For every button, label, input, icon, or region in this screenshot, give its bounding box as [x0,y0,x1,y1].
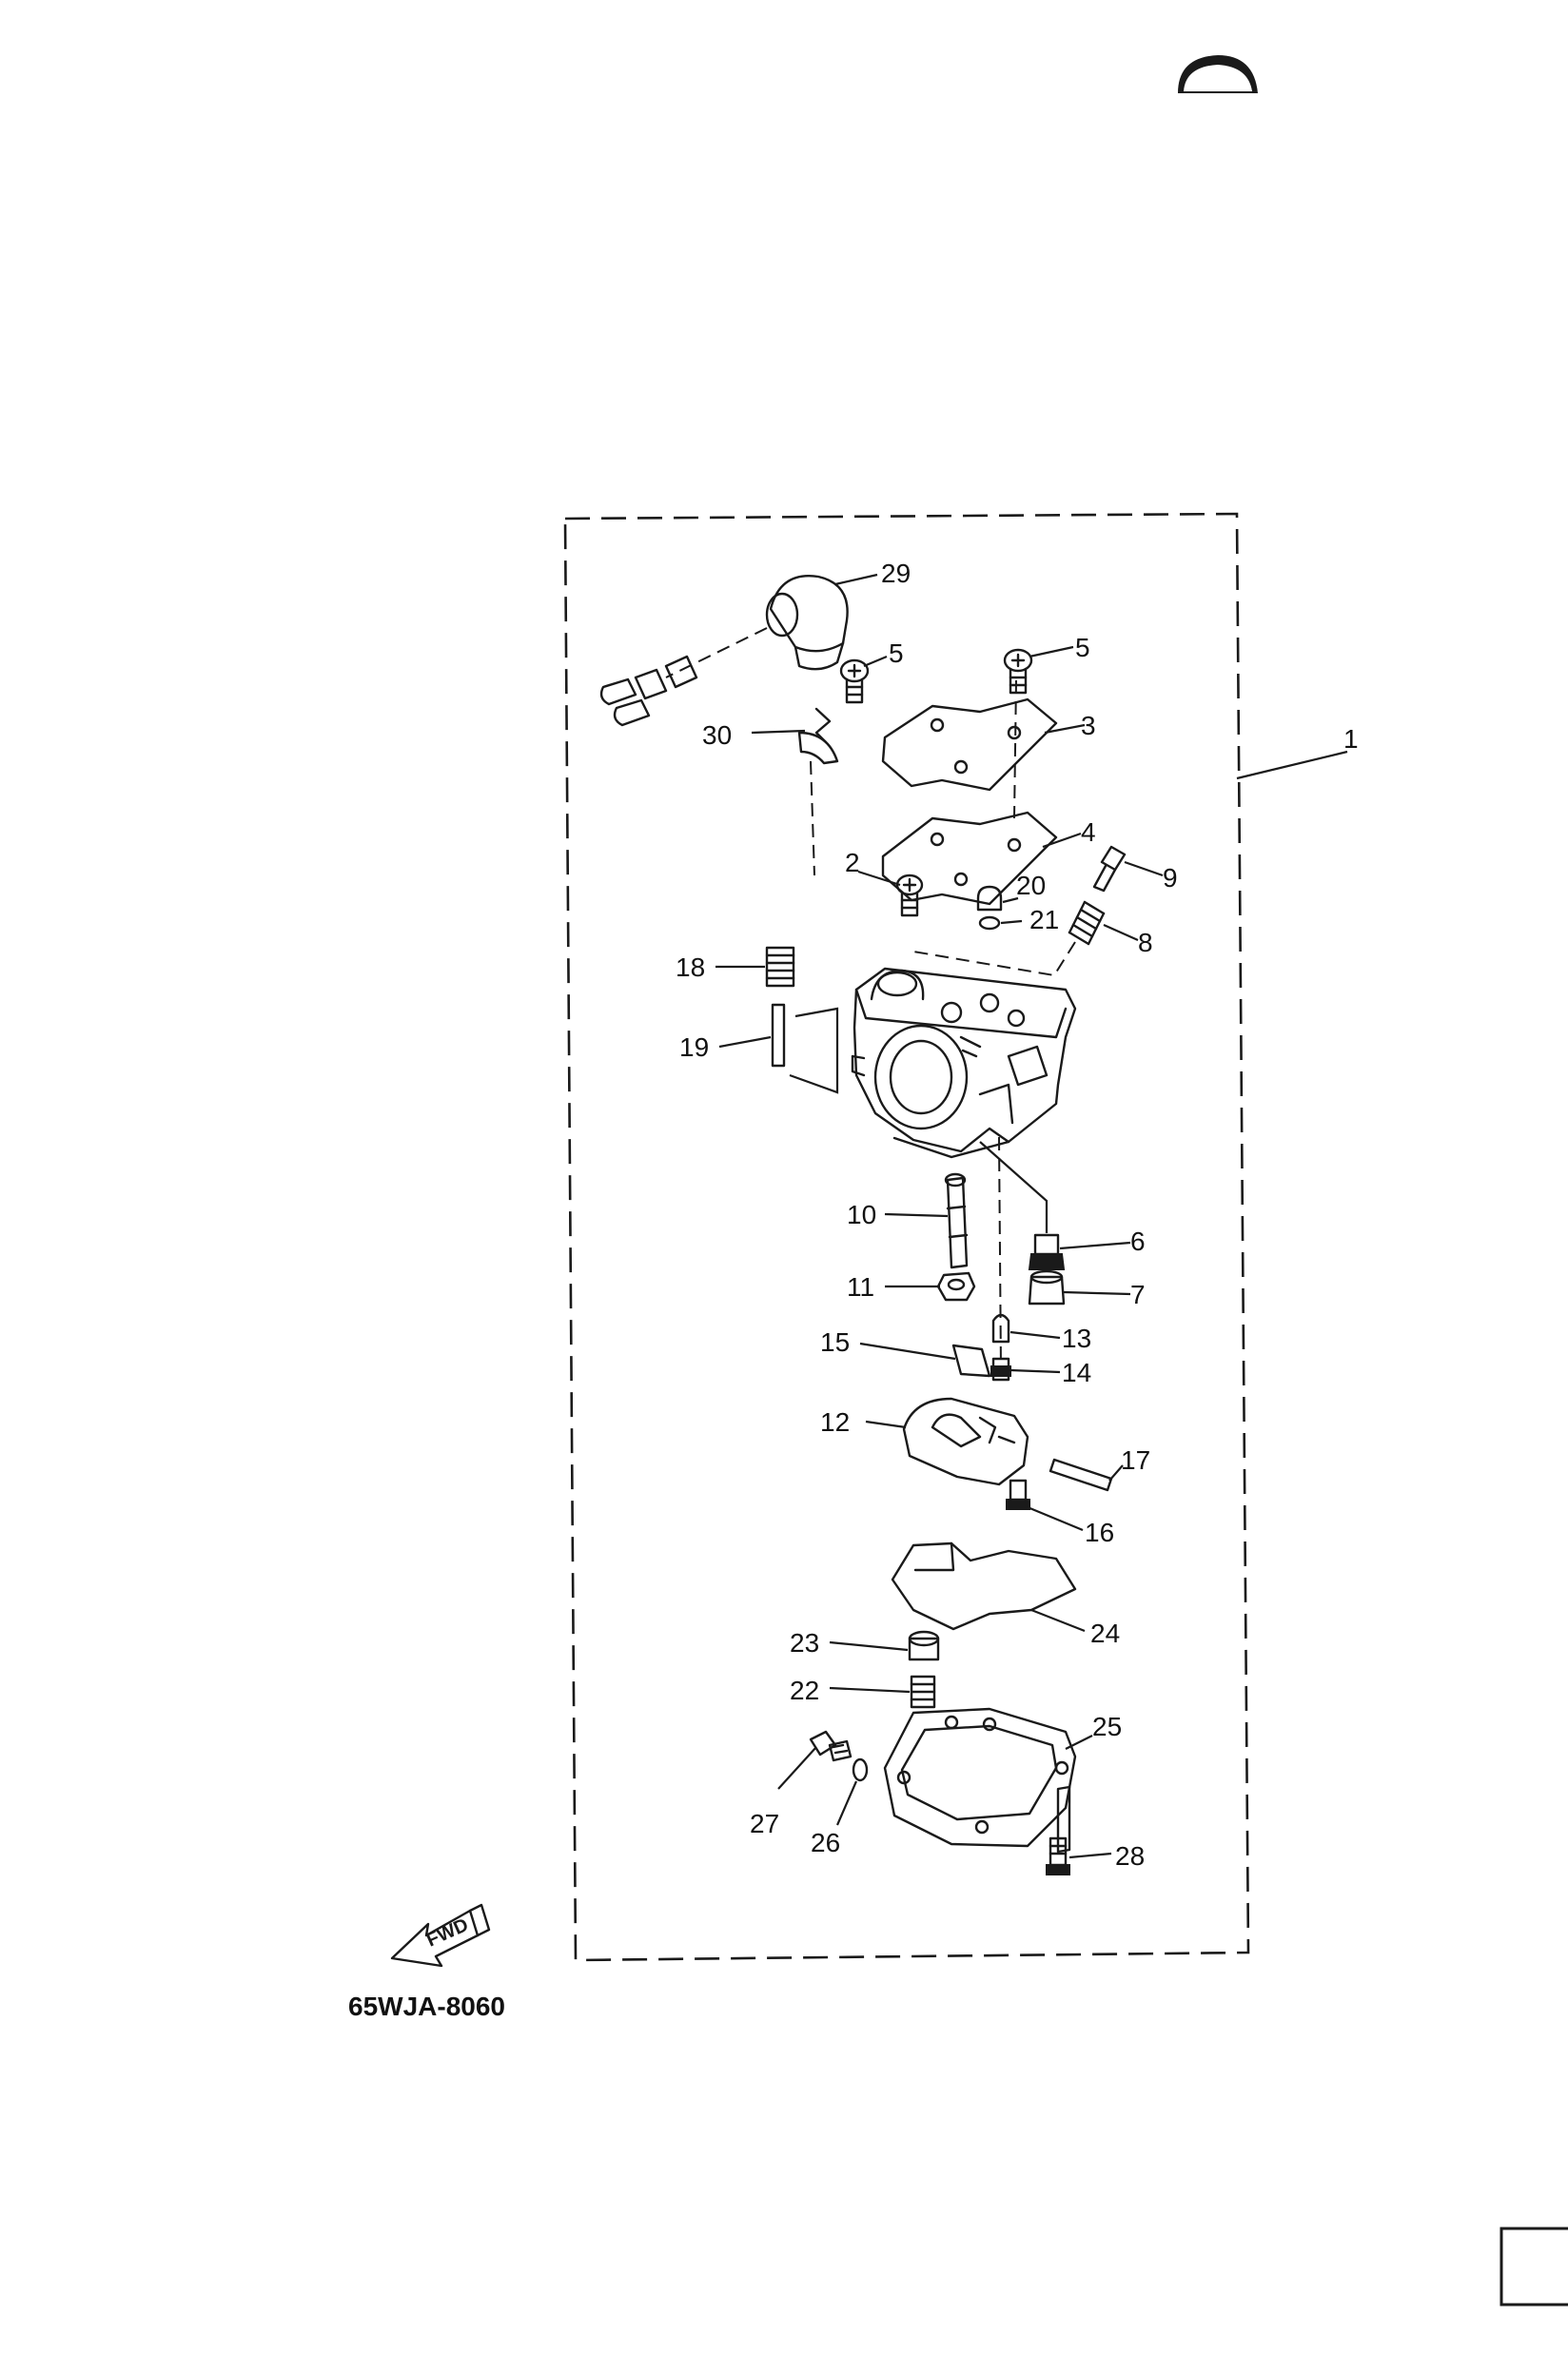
callout-2: 2 [845,848,860,877]
callout-18: 18 [676,952,705,982]
fwd-arrow-icon: FWD [390,1903,491,1968]
part-cap-7 [1028,1269,1066,1306]
callout-labels: 1 2 3 4 5 5 6 7 8 9 10 11 12 13 14 15 16… [676,559,1359,1871]
callout-25: 25 [1092,1712,1122,1741]
callout-12: 12 [820,1407,850,1437]
callout-7: 7 [1130,1280,1146,1309]
part-bushing-23 [908,1630,940,1661]
part-screw-5-left [839,658,870,704]
leader-lines [715,573,1348,1859]
part-plate-3 [881,697,1058,792]
part-spring-8 [1068,900,1106,946]
callout-5-left: 5 [889,638,904,668]
part-screw-2 [895,874,924,917]
callout-8: 8 [1138,928,1153,957]
callout-23: 23 [790,1628,819,1658]
part-screw-28 [1046,1836,1070,1875]
part-oring-21 [978,915,1001,931]
part-pin-17 [1049,1458,1113,1492]
callout-20: 20 [1016,871,1046,900]
part-seat-14 [990,1357,1011,1382]
callout-19: 19 [679,1032,709,1062]
part-gasket-15 [951,1344,991,1378]
callout-11: 11 [847,1272,874,1302]
callout-13: 13 [1062,1324,1091,1353]
part-nut-11 [936,1271,976,1302]
diagram-code: 65WJA-8060 [348,1992,505,2021]
part-cap-20 [976,885,1003,912]
callout-10: 10 [847,1200,876,1229]
corner-tab-mark-inner [1184,65,1252,91]
callout-28: 28 [1115,1841,1145,1871]
callout-26: 26 [811,1828,840,1857]
assembly-boundary [563,512,1250,1962]
part-tube-10 [944,1172,969,1269]
part-clip [797,707,839,876]
callout-22: 22 [790,1676,819,1705]
part-gasket-24 [891,1541,1077,1631]
callout-9: 9 [1163,863,1178,893]
callout-30: 30 [702,720,732,750]
part-float-12 [902,1397,1029,1486]
part-carburetor-body [851,967,1077,1159]
callout-21: 21 [1029,905,1059,934]
page-edge-box [1499,2227,1568,2307]
part-pin-19 [771,1003,786,1068]
callout-27: 27 [750,1809,779,1838]
callout-3: 3 [1081,711,1096,740]
callout-29: 29 [881,559,911,588]
callout-4: 4 [1081,817,1096,847]
callout-1: 1 [1343,724,1359,754]
part-spring-18 [765,946,795,988]
part-jet-6 [1028,1233,1066,1270]
callout-14: 14 [1062,1358,1091,1387]
callout-24: 24 [1090,1619,1120,1648]
part-screw-16 [1006,1479,1030,1510]
callout-16: 16 [1085,1518,1114,1547]
part-choke-elbow [599,575,849,727]
part-pilot-screw [1092,845,1127,893]
fwd-label: FWD [423,1914,472,1952]
callout-5-right: 5 [1075,633,1090,662]
part-needle-13 [991,1313,1010,1344]
part-float-bowl-25 [883,1707,1077,1854]
part-washer-26 [852,1757,869,1782]
callout-15: 15 [820,1327,850,1357]
part-spring-22 [910,1675,936,1709]
part-drain-screw-27 [809,1730,853,1762]
callout-17: 17 [1121,1445,1150,1475]
callout-6: 6 [1130,1227,1146,1256]
part-screw-5-right [1003,648,1033,695]
